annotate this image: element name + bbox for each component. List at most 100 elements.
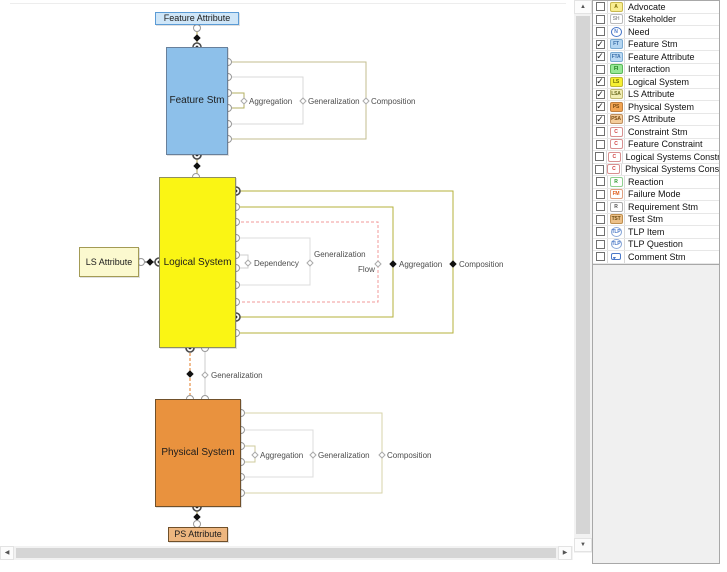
visibility-checkbox[interactable] bbox=[595, 127, 605, 137]
svg-text:Composition: Composition bbox=[371, 97, 415, 106]
visibility-checkbox[interactable] bbox=[595, 14, 605, 24]
element-type-icon: R bbox=[609, 176, 623, 187]
element-type-row[interactable]: SH Stakeholder bbox=[593, 13, 719, 26]
element-type-row[interactable]: R Reaction bbox=[593, 176, 719, 189]
svg-text:Composition: Composition bbox=[459, 260, 503, 269]
vertical-scrollbar[interactable]: ▲ ▼ bbox=[574, 0, 592, 553]
element-type-row[interactable]: FM Failure Mode bbox=[593, 188, 719, 201]
node-logical-system[interactable]: Logical System bbox=[159, 177, 236, 348]
element-type-icon: PSA bbox=[609, 114, 623, 125]
visibility-checkbox[interactable]: ✓ bbox=[595, 51, 605, 62]
visibility-checkbox[interactable] bbox=[595, 202, 605, 212]
horizontal-scrollbar[interactable]: ◀ ▶ bbox=[0, 546, 573, 560]
element-type-label: PS Attribute bbox=[628, 114, 676, 125]
element-type-label: Requirement Stm bbox=[628, 201, 699, 212]
node-feature-attribute-label[interactable]: Feature Attribute bbox=[155, 12, 239, 25]
visibility-checkbox[interactable] bbox=[595, 64, 605, 74]
element-type-icon: LS bbox=[609, 76, 623, 87]
visibility-checkbox[interactable]: ✓ bbox=[595, 38, 605, 49]
visibility-checkbox[interactable] bbox=[595, 27, 605, 37]
vertical-scrollbar-thumb[interactable] bbox=[576, 16, 590, 534]
element-type-icon: SH bbox=[609, 14, 623, 25]
element-type-label: Feature Constraint bbox=[628, 139, 703, 150]
element-type-icon: LSA bbox=[609, 89, 623, 100]
svg-text:Aggregation: Aggregation bbox=[399, 260, 442, 269]
element-type-row[interactable]: ✓ LSA LS Attribute bbox=[593, 88, 719, 101]
node-feature-stm[interactable]: Feature Stm bbox=[166, 47, 228, 155]
visibility-checkbox[interactable] bbox=[595, 252, 605, 262]
element-type-row[interactable]: N Need bbox=[593, 26, 719, 39]
element-type-row[interactable]: ✓ FT Feature Stm bbox=[593, 38, 719, 51]
element-type-label: Logical Systems Constr... bbox=[625, 151, 719, 162]
element-type-row[interactable]: FI Interaction bbox=[593, 63, 719, 76]
element-type-label: Feature Attribute bbox=[628, 51, 695, 62]
element-type-label: Physical Systems Const... bbox=[625, 164, 719, 175]
element-type-icon: N bbox=[610, 26, 622, 37]
visibility-checkbox[interactable] bbox=[595, 189, 605, 199]
visibility-checkbox[interactable] bbox=[594, 152, 604, 162]
element-type-label: Need bbox=[628, 26, 650, 37]
element-type-label: Constraint Stm bbox=[628, 126, 688, 137]
svg-text:Generalization: Generalization bbox=[318, 451, 370, 460]
element-type-row[interactable]: ✓ FTA Feature Attribute bbox=[593, 51, 719, 64]
element-type-label: Test Stm bbox=[628, 214, 664, 225]
element-type-row[interactable]: R Requirement Stm bbox=[593, 201, 719, 214]
svg-text:Dependency: Dependency bbox=[254, 259, 299, 268]
element-type-row[interactable]: ✓ LS Logical System bbox=[593, 76, 719, 89]
element-type-row[interactable]: TLP TLP Item bbox=[593, 226, 719, 239]
element-type-row[interactable]: TLP TLP Question bbox=[593, 238, 719, 251]
scroll-up-button[interactable]: ▲ bbox=[574, 0, 592, 14]
element-type-row[interactable]: A Advocate bbox=[593, 1, 719, 14]
element-type-row[interactable]: TST Test Stm bbox=[593, 213, 719, 226]
visibility-checkbox[interactable] bbox=[595, 239, 605, 249]
chevron-left-icon: ◀ bbox=[4, 550, 10, 556]
visibility-checkbox[interactable] bbox=[594, 164, 604, 174]
element-type-icon: TST bbox=[609, 214, 623, 225]
svg-text:Aggregation: Aggregation bbox=[260, 451, 303, 460]
chevron-right-icon: ▶ bbox=[562, 550, 568, 556]
visibility-checkbox[interactable]: ✓ bbox=[595, 113, 605, 124]
scroll-left-button[interactable]: ◀ bbox=[0, 546, 14, 560]
element-type-icon: R bbox=[609, 201, 623, 212]
element-type-icon: A bbox=[609, 1, 623, 12]
element-type-label: Advocate bbox=[628, 1, 666, 12]
visibility-checkbox[interactable]: ✓ bbox=[595, 76, 605, 87]
visibility-checkbox[interactable] bbox=[595, 139, 605, 149]
visibility-checkbox[interactable] bbox=[595, 177, 605, 187]
element-type-label: LS Attribute bbox=[628, 89, 675, 100]
element-type-label: Failure Mode bbox=[628, 189, 681, 200]
element-type-icon: C bbox=[609, 126, 623, 137]
visibility-checkbox[interactable]: ✓ bbox=[595, 88, 605, 99]
element-type-row[interactable]: C Physical Systems Const... bbox=[593, 163, 719, 176]
element-type-icon: FM bbox=[609, 189, 623, 200]
scroll-down-button[interactable]: ▼ bbox=[574, 538, 592, 552]
scroll-right-button[interactable]: ▶ bbox=[558, 546, 572, 560]
element-type-row[interactable]: C Feature Constraint bbox=[593, 138, 719, 151]
visibility-checkbox[interactable] bbox=[595, 227, 605, 237]
element-type-icon: C bbox=[607, 164, 621, 175]
node-ps-attribute-label[interactable]: PS Attribute bbox=[168, 527, 228, 542]
element-type-row[interactable]: ✓ PSA PS Attribute bbox=[593, 113, 719, 126]
element-type-label: TLP Question bbox=[628, 239, 683, 250]
svg-text:Aggregation: Aggregation bbox=[249, 97, 292, 106]
element-type-icon: C bbox=[609, 139, 623, 150]
visibility-checkbox[interactable] bbox=[595, 2, 605, 12]
node-ls-attribute-label[interactable]: LS Attribute bbox=[79, 247, 139, 277]
horizontal-scrollbar-thumb[interactable] bbox=[16, 548, 556, 558]
element-type-icon: TLP bbox=[610, 239, 622, 250]
element-type-icon: PS bbox=[609, 101, 623, 112]
node-physical-system[interactable]: Physical System bbox=[155, 399, 241, 507]
element-type-row[interactable]: C Logical Systems Constr... bbox=[593, 151, 719, 164]
element-type-icon bbox=[611, 253, 621, 261]
visibility-checkbox[interactable]: ✓ bbox=[595, 101, 605, 112]
visibility-checkbox[interactable] bbox=[595, 214, 605, 224]
element-type-row[interactable]: Comment Stm bbox=[593, 251, 719, 264]
element-type-row[interactable]: ✓ PS Physical System bbox=[593, 101, 719, 114]
element-type-icon: TLP bbox=[610, 226, 622, 237]
element-type-row[interactable]: C Constraint Stm bbox=[593, 126, 719, 139]
canvas-top-border bbox=[10, 3, 566, 4]
element-type-icon: FT bbox=[609, 39, 623, 50]
element-type-icon: FI bbox=[609, 64, 623, 75]
